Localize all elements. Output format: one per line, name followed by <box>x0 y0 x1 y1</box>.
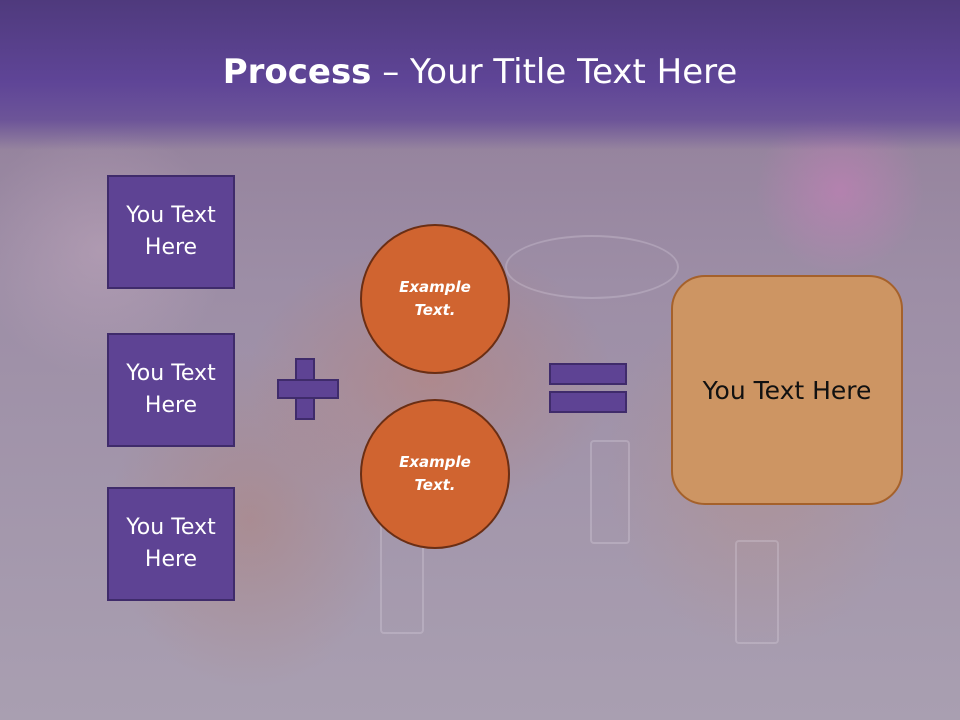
result-box: You Text Here <box>671 275 903 505</box>
title-bold: Process <box>222 52 372 92</box>
title-bar <box>0 0 960 150</box>
example-circle-1: Example Text. <box>360 224 510 374</box>
title-text: – Your Title Text Here <box>371 52 738 92</box>
text-box-1: You Text Here <box>107 175 235 289</box>
slide-title: Process – Your Title Text Here <box>0 52 960 92</box>
text-box-2: You Text Here <box>107 333 235 447</box>
text-box-label: You Text Here <box>126 361 216 418</box>
circle-label: Example Text. <box>399 453 471 494</box>
text-box-3: You Text Here <box>107 487 235 601</box>
result-label: You Text Here <box>702 375 872 405</box>
example-circle-2: Example Text. <box>360 399 510 549</box>
text-box-label: You Text Here <box>126 203 216 260</box>
circle-label: Example Text. <box>399 278 471 319</box>
text-box-label: You Text Here <box>126 515 216 572</box>
